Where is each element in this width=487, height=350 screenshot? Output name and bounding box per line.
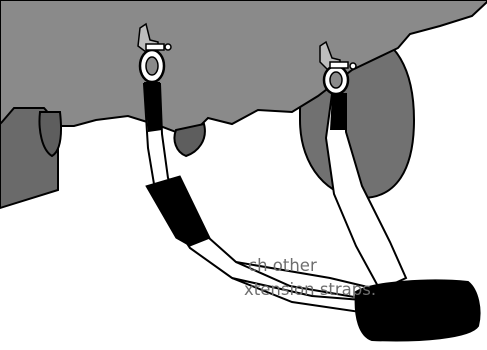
caption-line-2: xtension straps. xyxy=(244,280,377,299)
left-strap-eye-band xyxy=(144,82,162,132)
left-strap-sleeve xyxy=(145,175,211,247)
tow-point-sleeve xyxy=(354,279,481,342)
axle-housing-center xyxy=(173,122,206,158)
vehicle-frame xyxy=(0,0,487,134)
strap-crossover-lower xyxy=(231,277,363,301)
left-shackle xyxy=(137,22,172,84)
right-strap-eye-band xyxy=(330,94,346,130)
strap-crossover xyxy=(235,261,373,289)
axle-housing-left xyxy=(38,111,62,158)
caption-line-1: ch other xyxy=(248,256,317,275)
right-shackle xyxy=(319,40,357,96)
